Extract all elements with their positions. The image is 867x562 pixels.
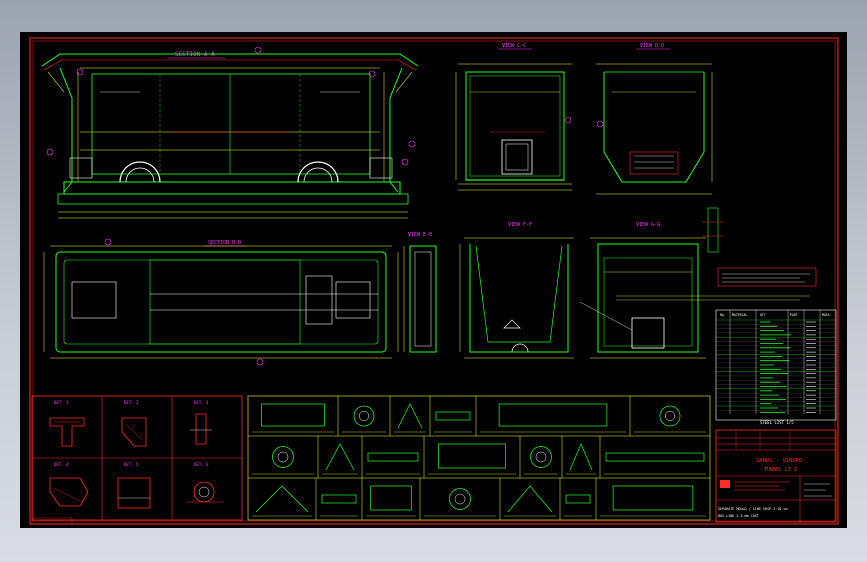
drawing-note-1: SEPARATE MOULD / LINE SHIP 1:10 cm bbox=[718, 507, 787, 511]
notes-box bbox=[616, 267, 817, 301]
detail-label-4: DET. 4 bbox=[54, 462, 69, 467]
title-block: SANDU - VINSPO TUNNEL LT 6 SEPARATE MOUL… bbox=[715, 429, 837, 523]
view-g-title: VIEW G-G bbox=[636, 222, 660, 228]
view-d: VIEW D-D bbox=[596, 43, 713, 195]
detail-part-outline bbox=[507, 485, 553, 513]
detail-label-2: DET. 2 bbox=[124, 400, 139, 405]
detail-label-5: DET. 5 bbox=[124, 462, 139, 467]
table-footer: STEEL LIST 1/5 bbox=[760, 420, 794, 425]
detail-part-outline bbox=[449, 488, 471, 510]
detail-part-outline bbox=[367, 452, 419, 462]
sheet-border bbox=[29, 37, 839, 525]
view-c: VIEW C-C bbox=[455, 43, 572, 191]
detail-part-hole bbox=[454, 493, 466, 505]
detail-part-outline bbox=[435, 411, 471, 421]
detail-part-hole bbox=[358, 410, 370, 422]
section-b-view: SECTION B-B bbox=[43, 238, 399, 366]
detail-part-outline bbox=[612, 485, 694, 511]
cad-drawing: SECTION A-A bbox=[29, 37, 839, 525]
detail-grid: DET. 1 DET. 2 DET. 3 DET. 4 DET. 5 DET. … bbox=[31, 395, 243, 521]
table-header-cell: MATERIAL bbox=[732, 313, 747, 317]
drawing-note-2: BOX LINE 2.5 mm CAST bbox=[718, 514, 759, 518]
detail-panels bbox=[247, 395, 711, 521]
view-e-title: VIEW E-E bbox=[408, 232, 432, 238]
detail-label-3: DET. 3 bbox=[194, 400, 209, 405]
detail-part-outline bbox=[530, 446, 552, 468]
view-h bbox=[702, 207, 724, 253]
detail-part-outline bbox=[605, 452, 705, 462]
table-header-cell: MASS bbox=[822, 313, 830, 317]
detail-part-outline bbox=[255, 485, 309, 513]
view-f: VIEW F-F bbox=[459, 222, 574, 359]
table-rows bbox=[716, 319, 836, 413]
detail-part-outline bbox=[353, 405, 375, 427]
detail-part-outline bbox=[325, 443, 355, 471]
view-d-title: VIEW D-D bbox=[640, 43, 664, 49]
sheet-tag bbox=[31, 517, 73, 525]
section-b-title: SECTION B-B bbox=[208, 240, 241, 246]
detail-part-outline bbox=[370, 485, 412, 511]
detail-part-outline bbox=[569, 443, 593, 471]
detail-part-outline bbox=[438, 443, 506, 469]
project-line-1: SANDU - VINSPO bbox=[756, 458, 802, 464]
view-g: VIEW G-G bbox=[579, 222, 706, 359]
detail-part-outline bbox=[321, 494, 357, 504]
table-header-cell: No. bbox=[720, 313, 726, 317]
detail-label-1: DET. 1 bbox=[54, 400, 69, 405]
view-f-title: VIEW F-F bbox=[508, 222, 532, 228]
detail-part-outline bbox=[261, 403, 325, 427]
detail-part-outline bbox=[272, 446, 294, 468]
detail-part-hole bbox=[664, 410, 676, 422]
detail-part-hole bbox=[277, 451, 289, 463]
project-line-2: TUNNEL LT 6 bbox=[764, 467, 797, 473]
section-a-view: SECTION A-A bbox=[41, 46, 419, 219]
detail-part-outline bbox=[565, 494, 591, 504]
table-header-cell: QTY bbox=[760, 313, 766, 317]
drawing-sheet: SECTION A-A bbox=[20, 32, 847, 528]
view-e: VIEW E-E bbox=[403, 232, 437, 353]
table-header-cell: PART bbox=[790, 313, 798, 317]
parts-table: No. MATERIAL QTY PART MASS STEEL LIST 1/5 bbox=[715, 309, 837, 425]
detail-part-outline bbox=[659, 405, 681, 427]
company-logo bbox=[720, 480, 730, 488]
detail-label-6: DET. 6 bbox=[194, 462, 209, 467]
view-c-title: VIEW C-C bbox=[502, 43, 526, 49]
detail-part-outline bbox=[498, 403, 608, 427]
table-header: No. MATERIAL QTY PART MASS bbox=[720, 313, 830, 317]
sheet-inner-border bbox=[32, 40, 836, 522]
detail-part-hole bbox=[535, 451, 547, 463]
detail-part-outline bbox=[397, 403, 423, 429]
